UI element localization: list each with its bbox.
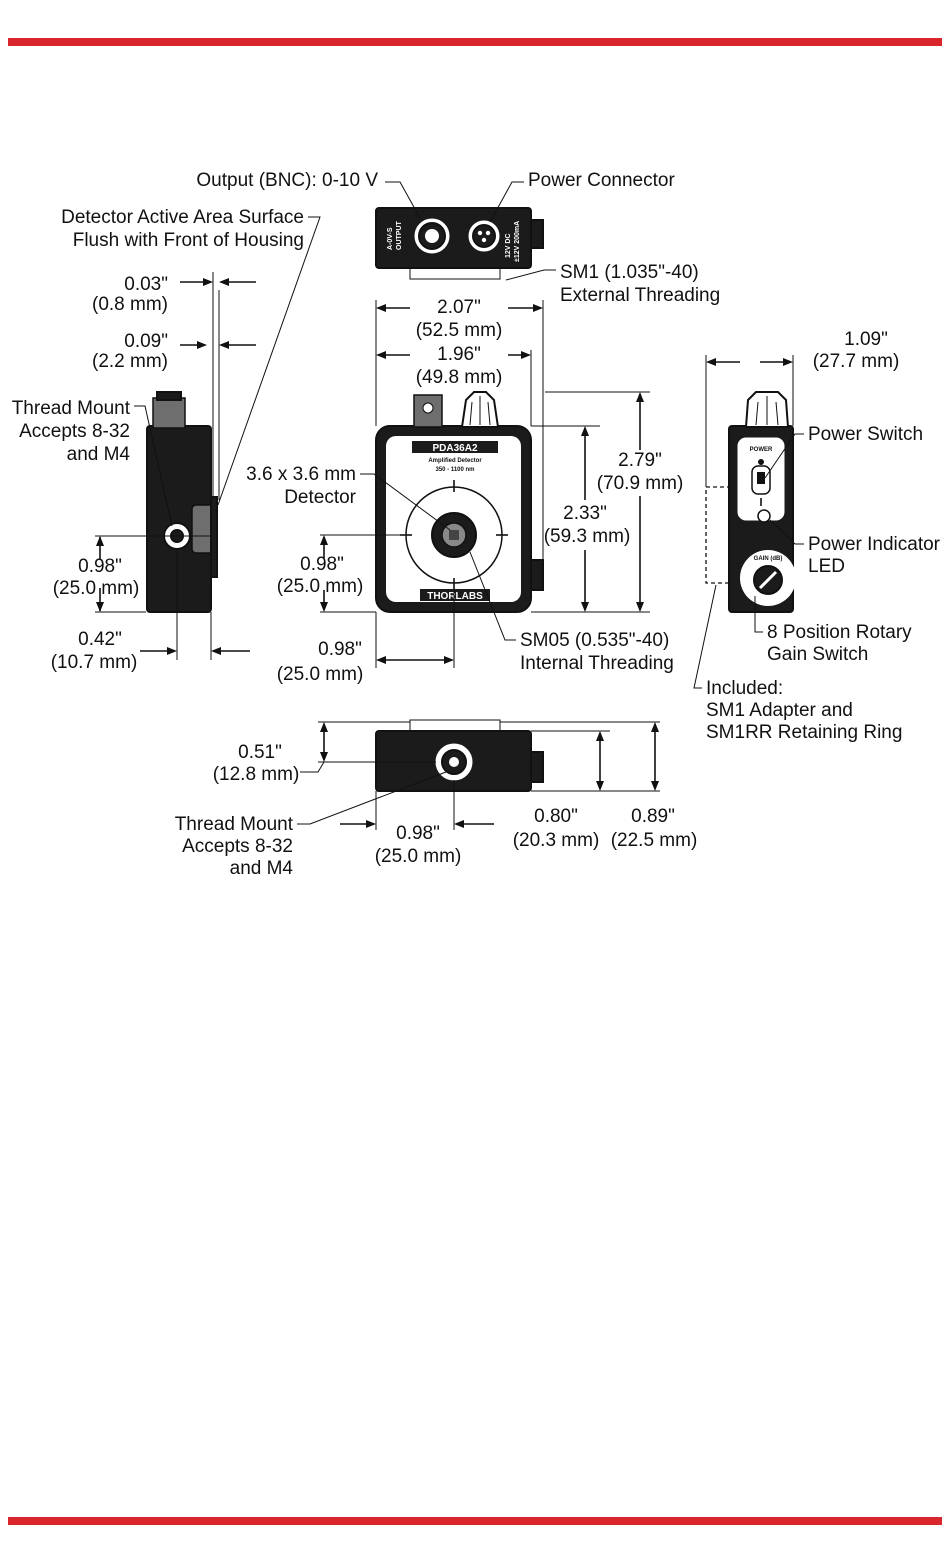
label-d080-in: 0.80": [534, 806, 578, 827]
top-view-sm1-flange: [409, 267, 501, 280]
label-d051-in: 0.51": [238, 742, 282, 763]
label-sm05-1: SM05 (0.535"-40): [520, 630, 669, 651]
label-d109-mm: (27.7 mm): [813, 351, 900, 372]
label-d089-mm: (22.5 mm): [611, 830, 698, 851]
label-d233-mm: (59.3 mm): [544, 526, 631, 547]
label-d003-in: 0.03": [124, 274, 168, 295]
top-view-switch-stub: [530, 219, 544, 249]
label-sm1-2: External Threading: [560, 285, 720, 306]
label-power-switch: Power Switch: [808, 424, 923, 445]
label-d098b-in: 0.98": [300, 554, 344, 575]
label-sm05-2: Internal Threading: [520, 653, 674, 674]
label-d207-in: 2.07": [437, 297, 481, 318]
label-d207-mm: (52.5 mm): [416, 320, 503, 341]
bottom-view: [375, 719, 544, 792]
label-thread-left-3: and M4: [67, 444, 131, 465]
label-included-3: SM1RR Retaining Ring: [706, 722, 902, 743]
left-side-view: [146, 391, 218, 613]
top-marking-left-1: A-0V-S: [387, 227, 394, 250]
label-d196-in: 1.96": [437, 344, 481, 365]
label-included-2: SM1 Adapter and: [706, 700, 853, 721]
label-d080-mm: (20.3 mm): [513, 830, 600, 851]
device-brand: THORLABS: [427, 591, 483, 602]
device-type: Amplified Detector: [428, 458, 482, 464]
device-range: 350 - 1100 nm: [435, 467, 474, 473]
left-view-front-face: [210, 496, 218, 578]
label-d109-in: 1.09": [844, 329, 888, 350]
label-d051-mm: (12.8 mm): [213, 764, 300, 785]
label-d098c-mm: (25.0 mm): [277, 664, 364, 685]
label-d089-in: 0.89": [631, 806, 675, 827]
label-d279-mm: (70.9 mm): [597, 473, 684, 494]
label-power-led-1: Power Indicator: [808, 534, 941, 555]
label-d098a-in: 0.98": [78, 556, 122, 577]
bottom-view-switch-stub: [530, 751, 544, 783]
top-marking-right-2: ±12V 200mA: [514, 221, 521, 262]
label-detector-size-2: Detector: [284, 487, 356, 508]
label-d098d-mm: (25.0 mm): [375, 846, 462, 867]
label-sm1-1: SM1 (1.035"-40): [560, 262, 699, 283]
label-output-bnc: Output (BNC): 0-10 V: [196, 170, 378, 191]
label-power-connector: Power Connector: [528, 170, 675, 191]
label-gain-2: Gain Switch: [767, 644, 868, 665]
top-view: A-0V-S OUTPUT 12V DC ±12V 200mA: [375, 207, 544, 280]
top-marking-left-2: OUTPUT: [396, 221, 403, 251]
power-indicator-led: [757, 509, 771, 523]
label-d098d-in: 0.98": [396, 823, 440, 844]
bottom-view-sm1-flange: [409, 719, 501, 732]
label-thread-left-1: Thread Mount: [12, 398, 131, 419]
label-detector-surface-1: Detector Active Area Surface: [61, 207, 304, 228]
right-view-gain-marking: GAIN (dB): [754, 556, 783, 562]
top-red-bar: [8, 38, 942, 46]
top-marking-right-1: 12V DC: [505, 233, 512, 258]
label-d009-mm: (2.2 mm): [92, 351, 168, 372]
label-power-led-2: LED: [808, 556, 845, 577]
label-d196-mm: (49.8 mm): [416, 367, 503, 388]
label-d098a-mm: (25.0 mm): [53, 578, 140, 599]
device-model: PDA36A2: [432, 443, 477, 454]
bnc-center: [425, 229, 439, 243]
right-view-power-marking: POWER: [750, 447, 773, 453]
label-included-1: Included:: [706, 678, 783, 699]
power-connector: [472, 224, 496, 248]
label-detector-size-1: 3.6 x 3.6 mm: [246, 464, 356, 485]
label-d098b-mm: (25.0 mm): [277, 576, 364, 597]
bottom-red-bar: [8, 1517, 942, 1525]
label-gain-1: 8 Position Rotary: [767, 622, 912, 643]
label-d279-in: 2.79": [618, 450, 662, 471]
label-d003-mm: (0.8 mm): [92, 294, 168, 315]
label-d042-in: 0.42": [78, 629, 122, 650]
right-view-sm1-adapter-outline: [705, 486, 730, 584]
label-detector-surface-2: Flush with Front of Housing: [73, 230, 304, 251]
front-view: PDA36A2 Amplified Detector 350 - 1100 nm…: [375, 391, 544, 613]
label-thread-bottom-1: Thread Mount: [175, 814, 294, 835]
left-view-bnc: [152, 397, 186, 429]
label-d009-in: 0.09": [124, 331, 168, 352]
label-thread-bottom-2: Accepts 8-32: [182, 836, 293, 857]
label-thread-left-2: Accepts 8-32: [19, 421, 130, 442]
label-d042-mm: (10.7 mm): [51, 652, 138, 673]
label-d098c-in: 0.98": [318, 639, 362, 660]
label-thread-bottom-3: and M4: [230, 858, 294, 879]
front-view-switch-stub: [530, 559, 544, 591]
label-d233-in: 2.33": [563, 503, 607, 524]
right-side-view: POWER GAIN (dB): [705, 391, 796, 613]
